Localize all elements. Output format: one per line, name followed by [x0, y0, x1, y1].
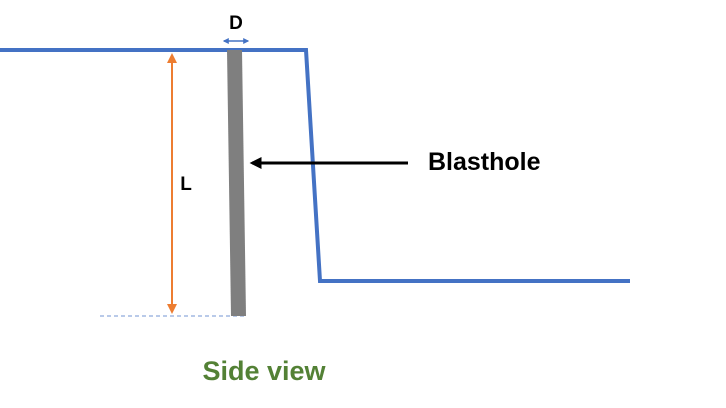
blasthole-label: Blasthole	[428, 148, 541, 176]
caption-side-view: Side view	[202, 356, 326, 386]
length-label: L	[180, 174, 192, 195]
bench-outline	[0, 48, 630, 283]
blasthole	[227, 50, 246, 316]
diameter-label: D	[229, 13, 243, 34]
